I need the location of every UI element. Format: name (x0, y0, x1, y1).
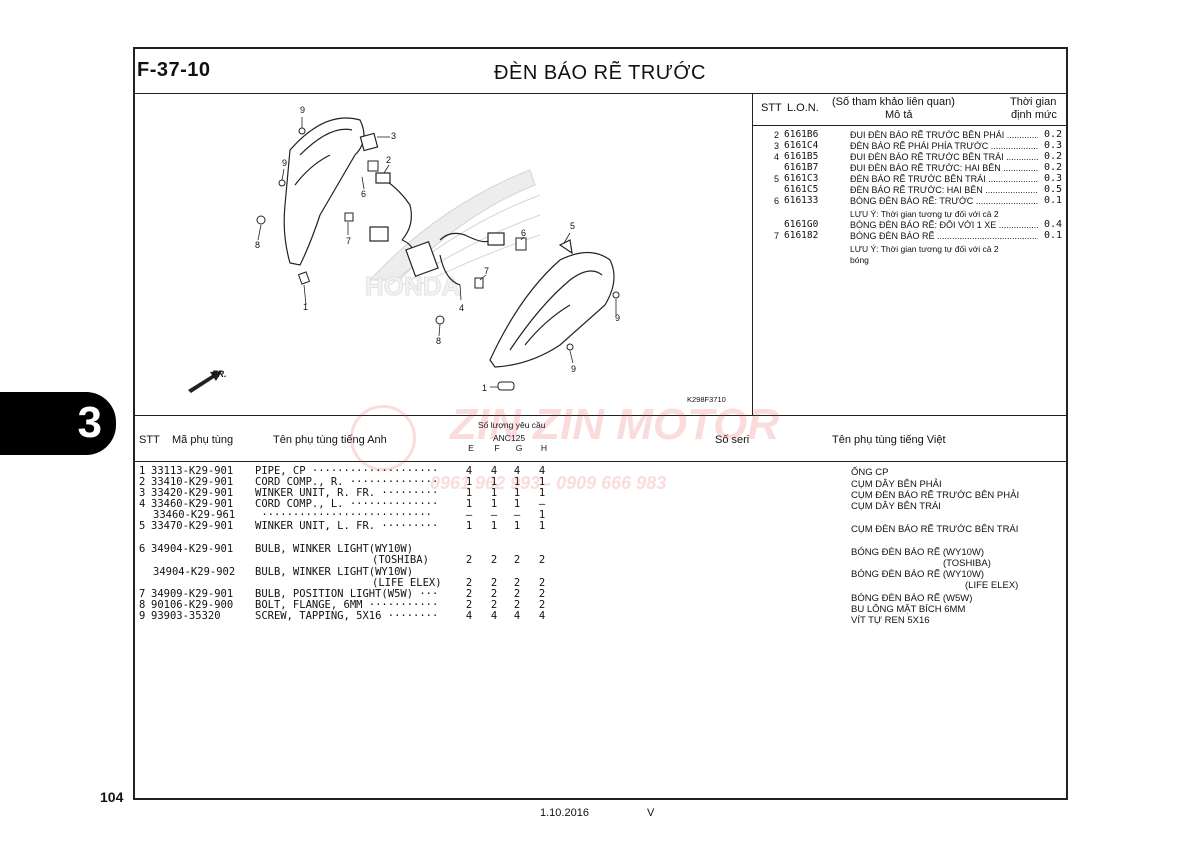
svg-text:HONDA: HONDA (365, 271, 461, 301)
footer-date: 1.10.2016 (540, 807, 589, 819)
col-header-qty: Số lượng yêu cầu (478, 420, 546, 430)
callout-3: 3 (391, 131, 397, 141)
rp-note-2b: bóng (850, 255, 869, 265)
rp-header-time2: định mức (1011, 109, 1057, 121)
callout-9c: 9 (615, 313, 621, 323)
section-tab: 3 (0, 392, 116, 455)
viet-name: CỤM ĐÈN BÁO RẼ TRƯỚC BÊN TRÁI (851, 524, 1019, 535)
col-header-g: G (515, 443, 523, 453)
col-header-part-no: Mã phụ tùng (172, 434, 234, 446)
callout-2: 2 (386, 155, 392, 165)
viet-name: BÓNG ĐÈN BÁO RẼ (WY10W) (851, 569, 985, 580)
left-winker-unit (489, 239, 615, 368)
col-header-h: H (540, 443, 548, 453)
section-tab-number: 3 (77, 398, 102, 447)
viet-name: CỤM DÂY BÊN TRÁI (851, 501, 941, 512)
callout-1a: 1 (303, 302, 309, 312)
col-header-stt: STT (139, 434, 160, 446)
rp-header-stt: STT (761, 102, 782, 114)
col-header-f: F (494, 443, 500, 453)
page-frame (133, 47, 1068, 800)
section-code: F-37-10 (137, 59, 211, 81)
col-header-e: E (468, 443, 474, 453)
right-winker-unit (283, 117, 379, 266)
callout-8b: 8 (436, 336, 442, 346)
viet-name-cont: (TOSHIBA) (943, 558, 991, 569)
divider-diagram (133, 415, 1068, 416)
exploded-diagram: HONDA (188, 117, 620, 393)
viet-name: CỤM DÂY BÊN PHẢI (851, 479, 942, 490)
rp-header-lon: L.O.N. (787, 102, 819, 114)
watermark-brand: ZIN ZIN MOTOR (450, 400, 780, 449)
watermark-logo-icon (350, 405, 416, 471)
callout-7b: 7 (484, 266, 490, 276)
watermark-phone: 0961 962 993 - 0909 666 983 (430, 473, 667, 493)
table-row: 33460-K29-961 ··························… (153, 509, 546, 521)
col-header-model: ANC125 (493, 433, 526, 443)
callout-6a: 6 (361, 189, 367, 199)
callout-1b: 1 (482, 383, 488, 393)
rp-header-ref-note: (Số tham khảo liên quan) (832, 96, 955, 108)
callout-5: 5 (570, 221, 576, 231)
page-title: ĐÈN BÁO RẼ TRƯỚC (494, 62, 706, 84)
rp-note-1: LƯU Ý: Thời gian tương tự đối với cả 2 (850, 209, 999, 219)
small-parts (256, 127, 620, 391)
divider-right-header (752, 125, 1068, 126)
viet-name: BÓNG ĐÈN BÁO RẼ (WY10W) (851, 547, 985, 558)
callout-9b: 9 (282, 158, 288, 168)
fr-label: FR. (212, 369, 227, 379)
divider-table-header (133, 461, 1068, 462)
leader-lines (257, 117, 617, 388)
callout-7a: 7 (346, 236, 352, 246)
rp-header-desc: Mô tả (885, 109, 913, 121)
callout-4: 4 (459, 303, 465, 313)
figure-code: K298F3710 (687, 395, 726, 404)
viet-name: ỐNG CP (851, 467, 889, 478)
divider-title (133, 93, 1068, 94)
col-header-serial: Số seri (715, 434, 750, 446)
col-header-name-vi: Tên phụ tùng tiếng Việt (832, 434, 946, 446)
viet-name-cont: (LIFE ELEX) (965, 580, 1019, 591)
front-direction-arrow (188, 371, 222, 393)
viet-name: BÓNG ĐÈN BÁO RẼ (W5W) (851, 593, 973, 604)
divider-right-panel (752, 93, 753, 415)
viet-name: BU LÔNG MẶT BÍCH 6MM (851, 604, 966, 615)
footer-version: V (647, 807, 655, 819)
left-cord (405, 232, 505, 286)
viet-name: VÍT TỰ REN 5X16 (851, 615, 930, 626)
callout-8a: 8 (255, 240, 261, 250)
rp-header-time1: Thời gian (1010, 96, 1057, 108)
callout-9d: 9 (571, 364, 577, 374)
callout-9a: 9 (300, 105, 306, 115)
rp-note-2a: LƯU Ý: Thời gian tương tự đối với cả 2 (850, 244, 999, 254)
page-number: 104 (100, 789, 124, 805)
callout-6b: 6 (521, 228, 527, 238)
viet-name: CỤM ĐÈN BÁO RẼ TRƯỚC BÊN PHẢI (851, 490, 1020, 501)
